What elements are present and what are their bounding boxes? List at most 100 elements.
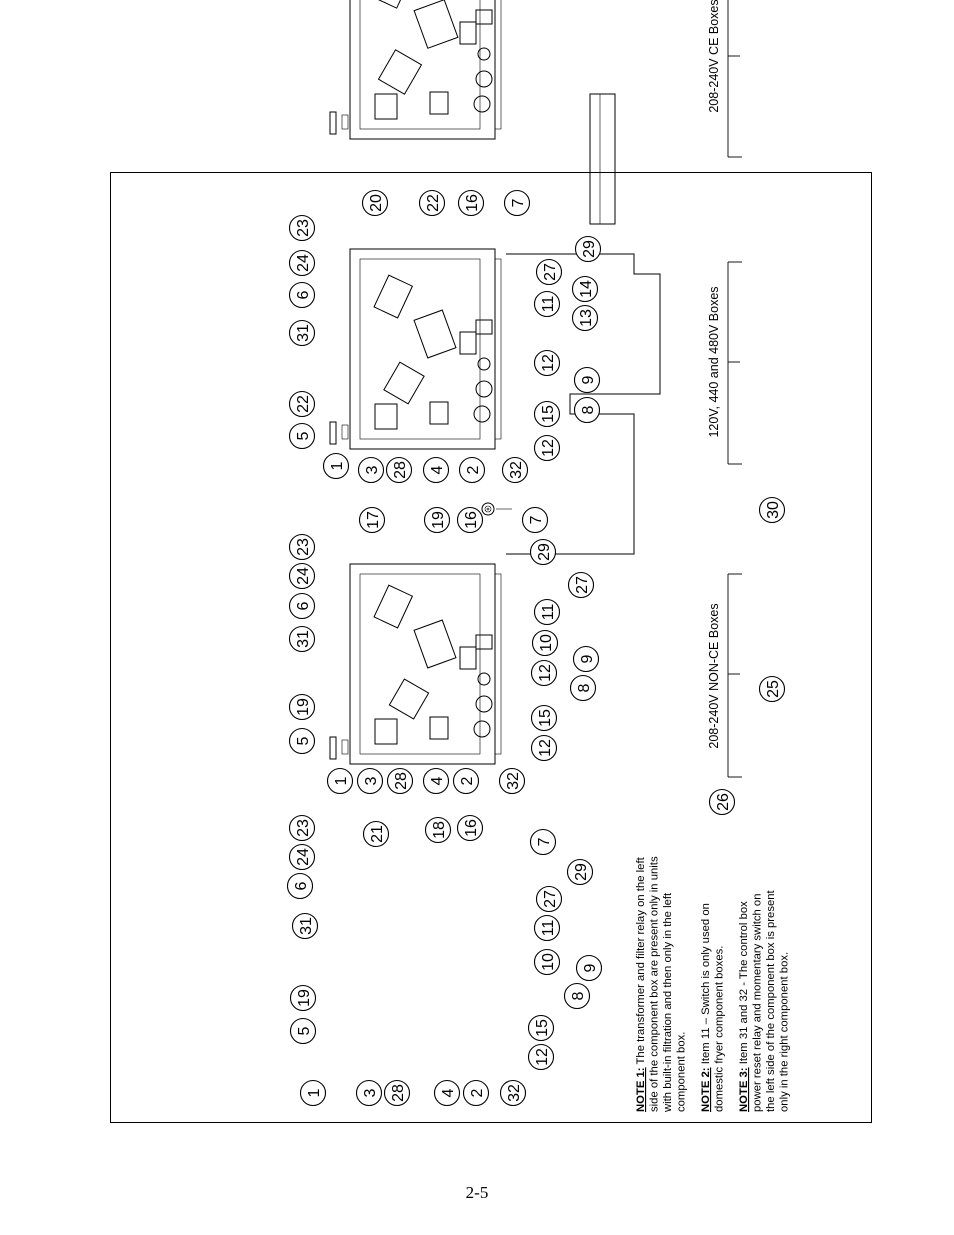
callout-31: 31 — [288, 319, 316, 347]
note-line: NOTE 1: The transformer and filter relay… — [635, 856, 647, 1112]
note-text: component box. — [676, 1032, 688, 1112]
callout-4: 4 — [433, 1079, 461, 1107]
callout-3: 3 — [355, 1079, 383, 1107]
callout-number: 29 — [581, 240, 598, 258]
section-heading-label: 208-240V CE Boxes — [707, 0, 721, 113]
callout-number: 16 — [463, 511, 480, 529]
callout-7: 7 — [529, 828, 557, 856]
callout-15: 15 — [530, 704, 558, 732]
callout-24: 24 — [288, 843, 316, 871]
callout-6: 6 — [288, 592, 316, 620]
note-label: NOTE 1: — [635, 1067, 647, 1112]
callout-number: 12 — [534, 1048, 551, 1066]
callout-19: 19 — [289, 984, 317, 1012]
callout-9: 9 — [575, 954, 603, 982]
callout-number: 28 — [393, 772, 410, 790]
note-line: domestic fryer component boxes. — [714, 946, 726, 1112]
callout-number: 24 — [295, 848, 312, 866]
callout-number: 12 — [540, 354, 557, 372]
callout-27: 27 — [535, 885, 563, 913]
note-line: NOTE 2: Item 11 – Switch is only used on — [700, 903, 712, 1112]
note-text: the left side of the component box is pr… — [765, 889, 777, 1112]
callout-10: 10 — [533, 948, 561, 976]
component-box-mid — [329, 248, 502, 450]
callout-number: 6 — [295, 290, 312, 299]
callout-number: 30 — [765, 501, 782, 519]
callout-number: 23 — [295, 538, 312, 556]
callout-number: 5 — [295, 736, 312, 745]
callout-8: 8 — [563, 982, 591, 1010]
callout-number: 31 — [295, 324, 312, 342]
callout-number: 23 — [295, 219, 312, 237]
callout-23: 23 — [288, 214, 316, 242]
callout-number: 24 — [295, 567, 312, 585]
note-label: NOTE 3: — [738, 1067, 750, 1112]
callout-number: 29 — [573, 863, 590, 881]
callout-4: 4 — [422, 767, 450, 795]
callout-number: 28 — [392, 461, 409, 479]
callout-number: 22 — [425, 194, 442, 212]
callout-number: 4 — [429, 776, 446, 785]
callout-number: 14 — [578, 280, 595, 298]
callout-number: 9 — [580, 375, 597, 384]
callout-15: 15 — [533, 400, 561, 428]
callout-number: 32 — [506, 1084, 523, 1102]
callout-1: 1 — [322, 452, 350, 480]
note-text: Item 11 – Switch is only used on — [700, 903, 712, 1064]
callout-3: 3 — [357, 456, 385, 484]
callout-number: 5 — [295, 431, 312, 440]
callout-11: 11 — [533, 598, 561, 626]
callout-number: 28 — [390, 1084, 407, 1102]
callout-number: 9 — [579, 654, 596, 663]
callout-11: 11 — [533, 290, 561, 318]
callout-31: 31 — [291, 912, 319, 940]
callout-number: 1 — [306, 1088, 323, 1097]
notes-block: NOTE 1: The transformer and filter relay… — [635, 856, 791, 1113]
note-text: The transformer and filter relay on the … — [635, 856, 647, 1064]
callout-number: 7 — [536, 837, 553, 846]
callout-number: 7 — [528, 515, 545, 524]
callout-25: 25 — [758, 675, 786, 703]
callout-1: 1 — [299, 1079, 327, 1107]
callout-21: 21 — [362, 820, 390, 848]
callout-number: 25 — [765, 680, 782, 698]
landscape-drawing: 208-240V NON-CE Boxes 120V, 440 and 480V… — [329, 0, 742, 778]
section-heading-label: 208-240V NON-CE Boxes — [707, 603, 721, 748]
section-heading-label: 120V, 440 and 480V Boxes — [707, 286, 721, 437]
callout-number: 19 — [296, 989, 313, 1007]
callout-number: 31 — [295, 630, 312, 648]
callout-number: 9 — [582, 963, 599, 972]
diagram-frame — [110, 172, 872, 1123]
callout-12: 12 — [533, 349, 561, 377]
callout-12: 12 — [527, 1043, 555, 1071]
callout-number: 12 — [540, 439, 557, 457]
callout-number: 8 — [576, 683, 593, 692]
callout-2: 2 — [462, 1079, 490, 1107]
component-box-ce — [329, 0, 502, 140]
callout-number: 17 — [365, 511, 382, 529]
callout-10: 10 — [531, 629, 559, 657]
note-line: the left side of the component box is pr… — [765, 889, 777, 1112]
callout-20: 20 — [361, 189, 389, 217]
callout-number: 11 — [540, 296, 557, 313]
callout-16: 16 — [456, 814, 484, 842]
callout-16: 16 — [456, 506, 484, 534]
callout-number: 8 — [580, 405, 597, 414]
note-line: power reset relay and momentary switch o… — [752, 893, 764, 1112]
callout-number: 10 — [538, 634, 555, 652]
callout-number: 3 — [364, 465, 381, 474]
note-text: power reset relay and momentary switch o… — [752, 893, 764, 1112]
component-box-noncea — [329, 563, 502, 765]
callout-number: 19 — [430, 511, 447, 529]
section-heading-mid: 120V, 440 and 480V Boxes — [707, 261, 742, 465]
callout-30: 30 — [758, 496, 786, 524]
callout-9: 9 — [572, 645, 600, 673]
callout-number: 19 — [295, 698, 312, 716]
callout-32: 32 — [498, 767, 526, 795]
callout-number: 8 — [570, 991, 587, 1000]
note-text: only in the right component box. — [779, 952, 791, 1112]
note-line: component box. — [676, 1032, 688, 1112]
note-text: side of the component box are present on… — [649, 856, 661, 1112]
